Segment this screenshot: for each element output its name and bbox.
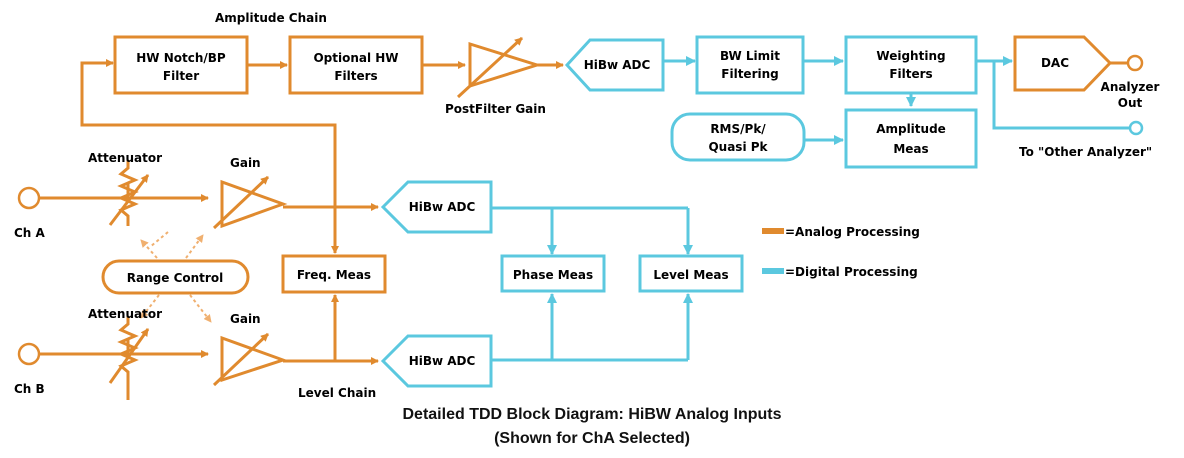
phase-meas-block — [500, 254, 606, 293]
ch-a-gain-variable-arrow — [212, 175, 270, 230]
range-ctrl-dot-a1 — [149, 231, 169, 248]
bw-limit-filtering-block — [695, 35, 805, 95]
analyzer-out-terminal — [1126, 54, 1144, 72]
dac-label: DAC — [1041, 56, 1069, 70]
range-ctrl-to-gain-a — [185, 234, 204, 259]
ch-b-gain-triangle — [220, 335, 288, 383]
rms-pk-quasipk-block — [670, 112, 806, 162]
legend-digital-label: =Digital Processing — [785, 265, 918, 279]
range-ctrl-to-att-b — [140, 294, 160, 319]
level-meas-block — [638, 254, 744, 293]
postfilter-gain-label: PostFilter Gain — [445, 102, 546, 116]
ch-b-input-terminal — [17, 342, 41, 366]
amplitude-meas-label-1: Amplitude — [876, 122, 946, 136]
legend-analog-swatch — [762, 228, 784, 234]
to-other-analyzer-label: To "Other Analyzer" — [1019, 145, 1152, 159]
weighting-label-2: Filters — [889, 67, 932, 81]
rms-label-2: Quasi Pk — [708, 140, 768, 154]
level-meas-label: Level Meas — [653, 268, 728, 282]
bw-limit-label-2: Filtering — [721, 67, 778, 81]
range-control-label: Range Control — [127, 271, 223, 285]
ch-a-gain-label: Gain — [230, 156, 261, 170]
amplitude-chain-feed — [80, 59, 337, 204]
range-ctrl-to-att-a — [140, 239, 158, 259]
weighting-filters-block — [844, 35, 978, 95]
postfilter-gain-triangle — [468, 41, 543, 89]
hw-notch-label-1: HW Notch/BP — [136, 51, 226, 65]
ch-a-label: Ch A — [14, 226, 46, 240]
phase-meas-label: Phase Meas — [513, 268, 593, 282]
ch-a-to-attenuator — [39, 184, 130, 200]
range-control-block — [101, 259, 250, 295]
freq-meas-block — [281, 254, 387, 294]
ch-b-gain-label: Gain — [230, 312, 261, 326]
hibw-adc-top-block — [564, 38, 665, 92]
ch-b-attenuator-variable-arrow — [108, 328, 150, 384]
ch-b-to-attenuator — [39, 338, 130, 356]
to-other-analyzer-terminal — [1128, 120, 1144, 136]
amplitude-meas-label-2: Meas — [893, 142, 928, 156]
rms-label-1: RMS/Pk/ — [710, 122, 766, 136]
legend-digital-swatch — [762, 268, 784, 274]
to-other-analyzer-line — [992, 61, 1130, 130]
optional-hw-label-1: Optional HW — [313, 51, 398, 65]
postfilter-gain-variable-arrow — [456, 36, 524, 99]
optional-hw-filters-block — [288, 35, 424, 95]
ch-a-attenuator-variable-arrow — [108, 174, 150, 226]
amplitude-meas-block — [844, 108, 978, 169]
analyzer-out-label-1: Analyzer — [1101, 80, 1160, 94]
ch-b-label: Ch B — [14, 382, 45, 396]
caption-line-1: Detailed TDD Block Diagram: HiBW Analog … — [403, 406, 782, 423]
ch-b-gain-variable-arrow — [212, 332, 270, 387]
ch-a-input-terminal — [17, 186, 41, 210]
ch-b-attenuator-label: Attenuator — [88, 307, 162, 321]
hibw-adc-ch-a-label: HiBw ADC — [409, 200, 476, 214]
range-ctrl-to-gain-b — [189, 294, 212, 323]
ch-a-attenuator-label: Attenuator — [88, 151, 162, 165]
legend-analog-label: =Analog Processing — [785, 225, 920, 239]
ch-a-gain-triangle — [220, 179, 288, 229]
bw-limit-label-1: BW Limit — [720, 49, 780, 63]
hibw-adc-ch-b-label: HiBw ADC — [409, 354, 476, 368]
hibw-adc-top-label: HiBw ADC — [584, 58, 651, 72]
optional-hw-label-2: Filters — [334, 69, 377, 83]
dac-block — [1013, 35, 1113, 92]
weighting-label-1: Weighting — [876, 49, 945, 63]
analyzer-out-label-2: Out — [1118, 96, 1143, 110]
hw-notch-bp-filter-block — [113, 35, 249, 95]
caption-line-2: (Shown for ChA Selected) — [494, 430, 690, 447]
level-chain-label: Level Chain — [298, 386, 376, 400]
freq-meas-label: Freq. Meas — [297, 268, 371, 282]
amplitude-chain-label: Amplitude Chain — [215, 11, 327, 25]
hw-notch-label-2: Filter — [163, 69, 199, 83]
